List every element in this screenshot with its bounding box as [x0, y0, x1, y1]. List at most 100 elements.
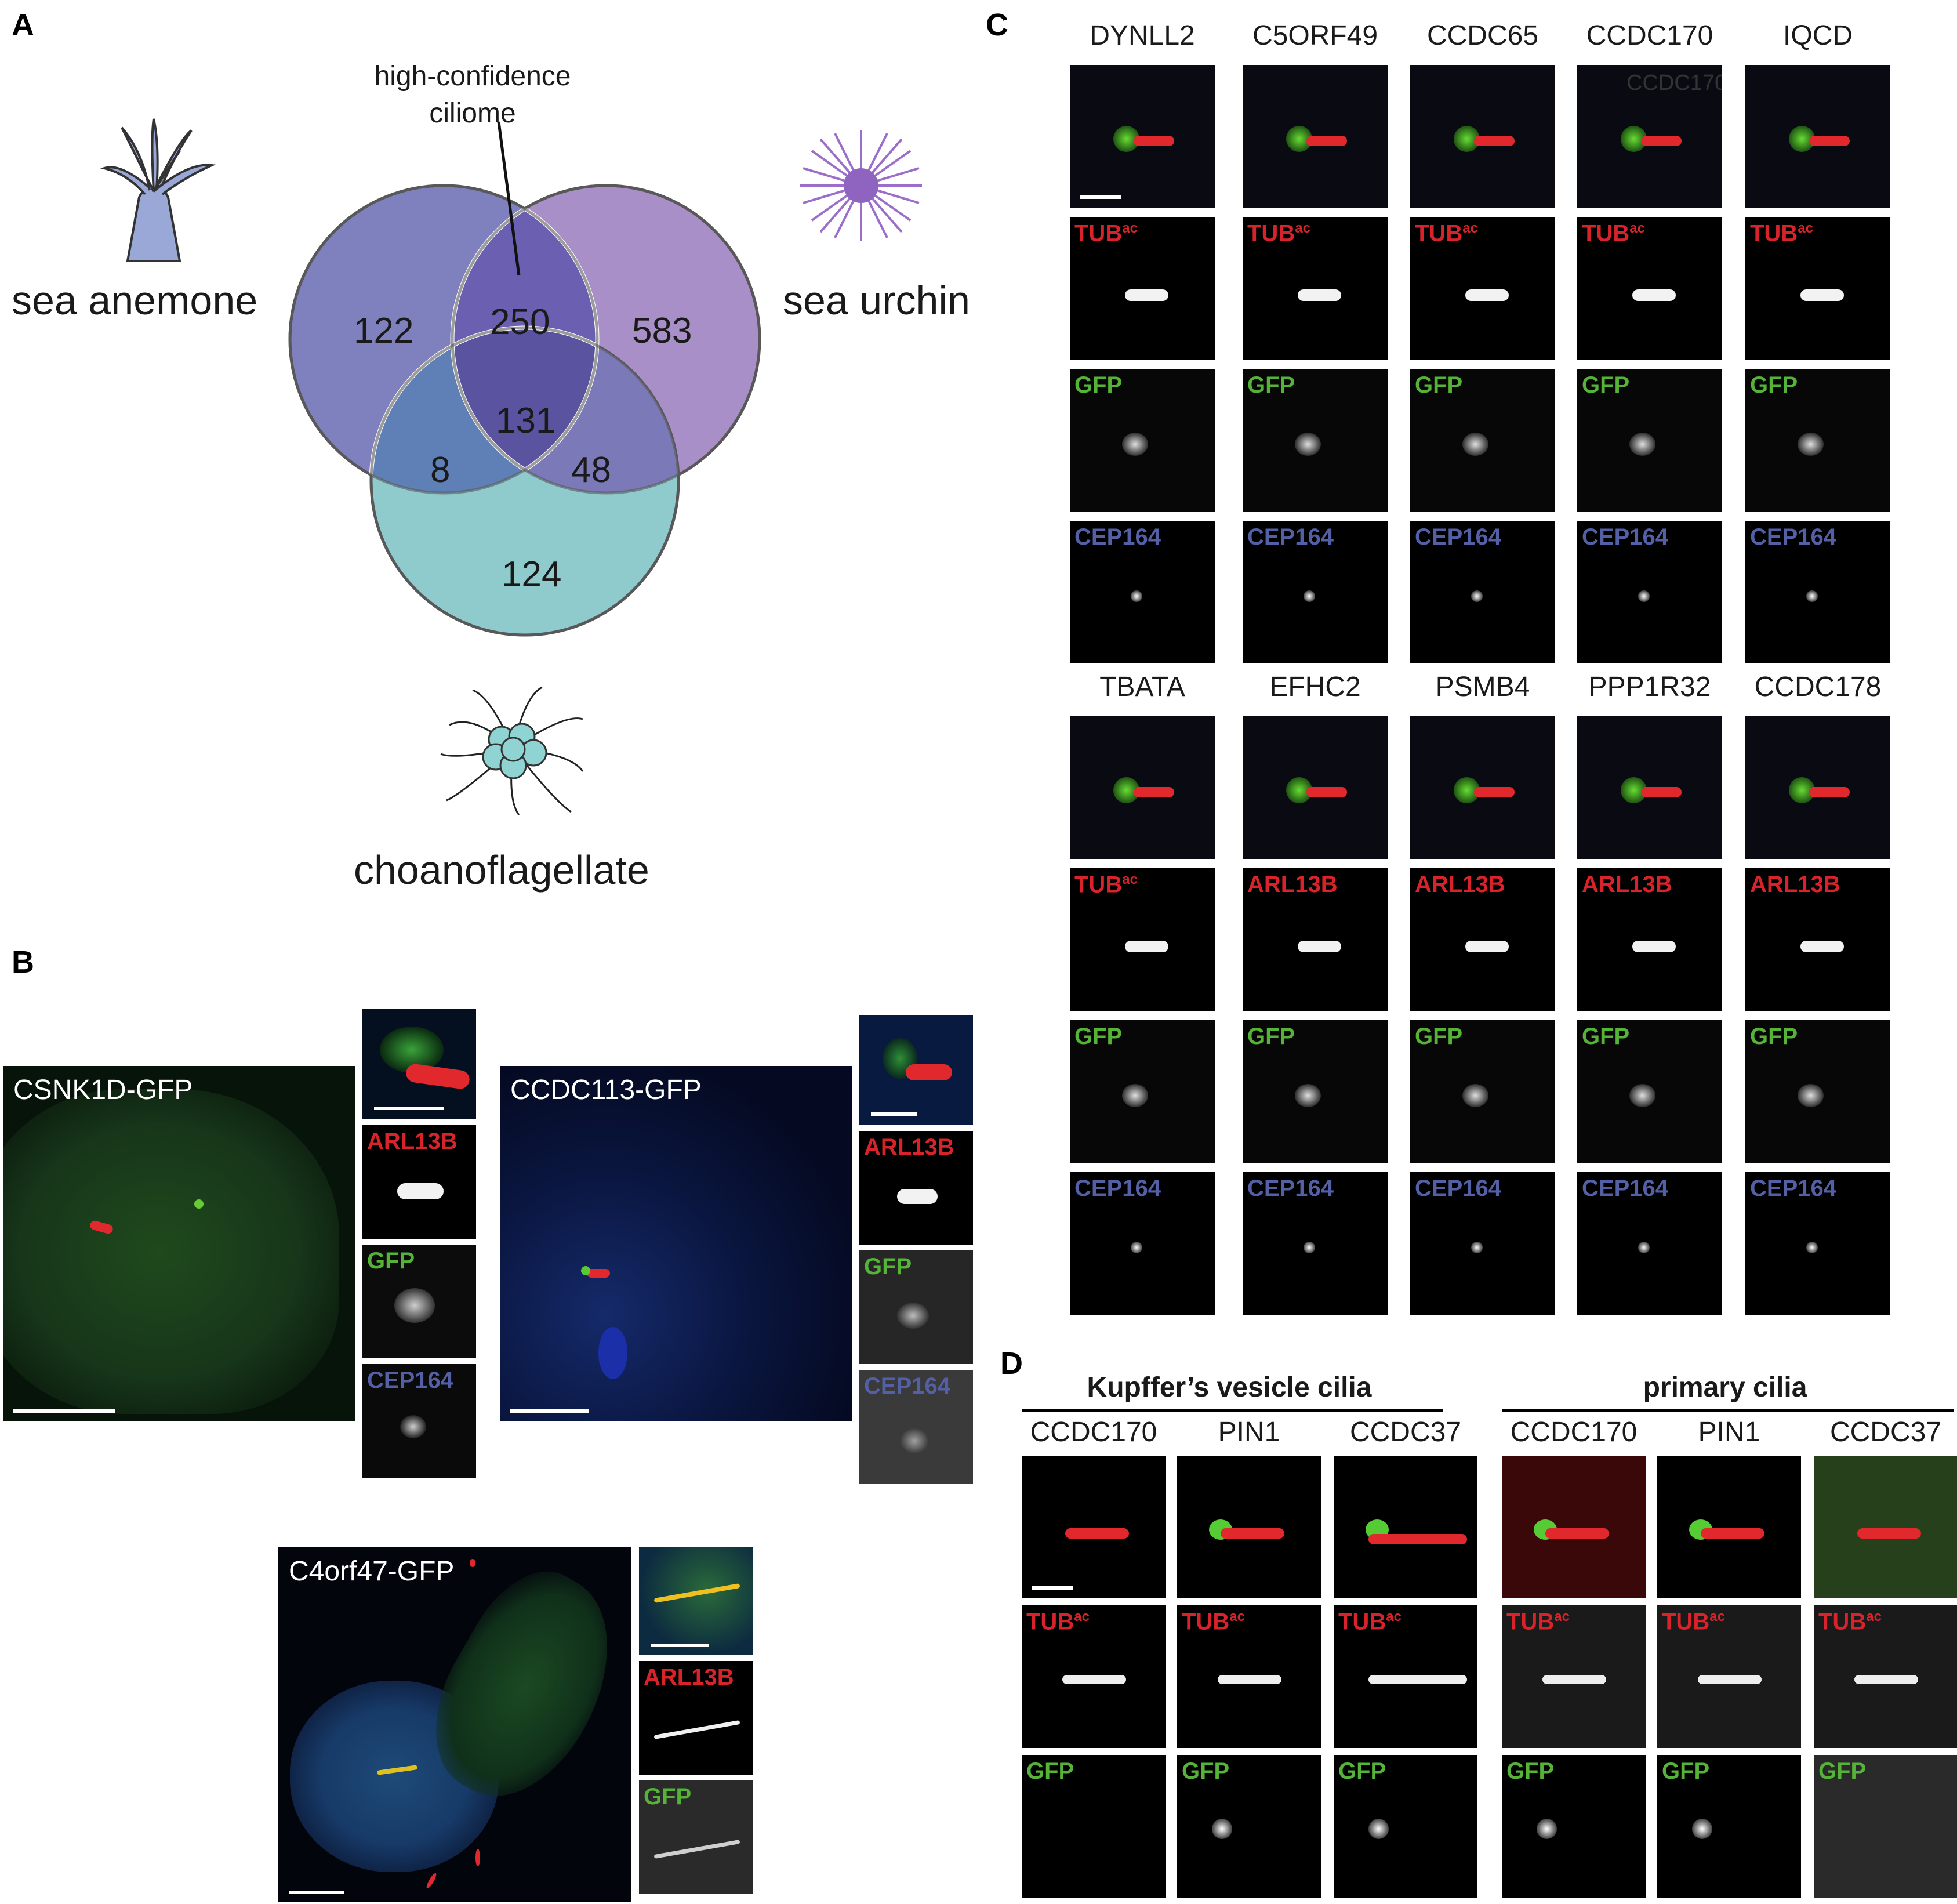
scale-bar	[510, 1409, 589, 1413]
channel-label-cep164: CEP164	[1415, 524, 1501, 550]
channel-label-arl13b: ARL13B	[644, 1664, 734, 1690]
cilium-mark	[1134, 787, 1174, 797]
cilium-signal	[1218, 1675, 1281, 1684]
panel-b-label: B	[12, 945, 34, 980]
channel-label-sup: ac	[1629, 220, 1645, 236]
channel-label-tubac: TUBac	[1818, 1609, 1882, 1635]
tub-image: ARL13B	[1243, 868, 1388, 1011]
group-label-kupffer: Kupffer’s vesicle cilia	[1087, 1372, 1372, 1403]
channel-label-gfp: GFP	[1338, 1758, 1386, 1784]
gfp-signal	[1798, 433, 1824, 456]
gfp-image: GFP	[1243, 1020, 1388, 1163]
species-sea-anemone: sea anemone	[12, 278, 258, 323]
merge-image	[1657, 1456, 1801, 1598]
channel-label-cep164: CEP164	[1750, 1176, 1836, 1201]
tub-image: TUBac	[1577, 217, 1722, 360]
channel-label-gfp: GFP	[1074, 372, 1123, 398]
tub-image: TUBac	[1070, 868, 1215, 1011]
merge-image	[1243, 716, 1388, 859]
cilium-mark	[1221, 1528, 1284, 1539]
gfp-image: GFP	[1243, 369, 1388, 512]
gfp-signal	[1462, 1084, 1488, 1107]
tub-image: ARL13B	[1410, 868, 1555, 1011]
gene-label: DYNLL2	[1090, 20, 1195, 51]
channel-label-gfp: GFP	[1818, 1758, 1867, 1784]
cep164-image: CEP164	[1577, 1172, 1722, 1315]
cep164-signal	[1471, 1242, 1483, 1253]
channel-label-tubac: TUBac	[1415, 220, 1478, 246]
count-urchin-choano: 48	[571, 450, 611, 490]
channel-label-sup: ac	[1798, 220, 1813, 236]
channel-label-gfp: GFP	[1750, 1024, 1798, 1049]
channel-label-gfp: GFP	[1026, 1758, 1074, 1784]
channel-label-cep164: CEP164	[1074, 1176, 1161, 1201]
species-sea-urchin: sea urchin	[783, 278, 970, 323]
channel-label-tubac: TUBac	[1338, 1609, 1402, 1635]
channel-label-sup: ac	[1462, 220, 1478, 236]
gene-label: CCDC65	[1426, 20, 1539, 51]
cep164-image: CEP164	[1410, 521, 1555, 663]
gene-label: PIN1	[1698, 1417, 1760, 1448]
cep164-image: CEP164	[1410, 1172, 1555, 1315]
gene-label: CCDC170	[1510, 1417, 1638, 1448]
merge-image	[1502, 1456, 1646, 1598]
cilium-mark	[1809, 136, 1850, 146]
merge-image	[1410, 65, 1555, 208]
channel-label-gfp: GFP	[1415, 372, 1463, 398]
scale-bar	[1032, 1586, 1073, 1590]
panel-c-label: C	[986, 8, 1008, 42]
cilium-mark	[1641, 136, 1682, 146]
tub-image: ARL13B	[1745, 868, 1890, 1011]
merge-image: CCDC170	[1577, 65, 1722, 208]
group-underline	[1022, 1409, 1443, 1412]
gfp-image: GFP	[1070, 369, 1215, 512]
scale-bar	[871, 1112, 917, 1116]
cep164-image: CEP164	[1070, 1172, 1215, 1315]
channel-label-gfp: GFP	[1182, 1758, 1230, 1784]
cell-label-csnk1d: CSNK1D-GFP	[13, 1075, 193, 1105]
gfp-image: GFP	[1334, 1755, 1477, 1898]
cilium-signal	[1632, 941, 1676, 952]
channel-label-gfp: GFP	[1247, 1024, 1295, 1049]
merge-image	[1814, 1456, 1957, 1598]
gfp-signal	[1368, 1819, 1389, 1839]
gene-label: EFHC2	[1269, 672, 1361, 702]
gfp-image: GFP	[1577, 1020, 1722, 1163]
count-anemone-choano: 8	[430, 450, 451, 490]
channel-label-sup: ac	[1554, 1609, 1570, 1624]
gene-label: PPP1R32	[1588, 672, 1711, 702]
count-choano-only: 124	[502, 554, 562, 594]
cilium-signal	[1298, 289, 1341, 301]
cilium-mark	[1134, 136, 1174, 146]
callout-line	[497, 121, 521, 276]
panel-d-label: D	[1000, 1346, 1023, 1381]
channel-label-cep164: CEP164	[1750, 524, 1836, 550]
channel-label-tubac: TUBac	[1182, 1609, 1245, 1635]
count-urchin-only: 583	[632, 311, 692, 351]
gfp-image: GFP	[1070, 1020, 1215, 1163]
gfp-signal	[1122, 433, 1148, 456]
channel-label-arl13b: ARL13B	[1750, 872, 1840, 897]
sea-anemone-icon	[100, 118, 216, 262]
tub-image: TUBac	[1243, 217, 1388, 360]
merge-image	[1243, 65, 1388, 208]
inset-merge-ccdc113	[859, 1015, 973, 1125]
channel-label-tubac: TUBac	[1662, 1609, 1725, 1635]
channel-label-cep164: CEP164	[1582, 1176, 1668, 1201]
cilium-mark	[1474, 136, 1515, 146]
cep164-signal	[1471, 590, 1483, 602]
channel-label-cep164: CEP164	[1247, 1176, 1334, 1201]
scale-bar	[1080, 195, 1121, 199]
cilium-signal	[1800, 289, 1844, 301]
channel-label-gfp: GFP	[1415, 1024, 1463, 1049]
gfp-signal	[1295, 1084, 1321, 1107]
cilium-signal	[1465, 289, 1509, 301]
cilium-mark	[1641, 787, 1682, 797]
gfp-signal	[1629, 433, 1655, 456]
gene-label: C5ORF49	[1252, 20, 1378, 51]
inset-cep164-csnk1d: CEP164	[362, 1364, 476, 1478]
group-label-primary: primary cilia	[1643, 1372, 1807, 1403]
gfp-image: GFP	[1022, 1755, 1166, 1898]
channel-label-arl13b: ARL13B	[864, 1134, 954, 1160]
scale-bar	[289, 1891, 344, 1894]
